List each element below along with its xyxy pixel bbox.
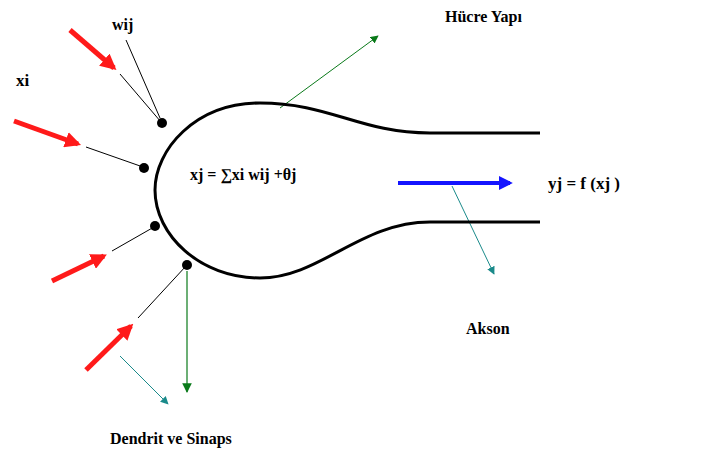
pointer-line bbox=[120, 356, 168, 404]
pointer-line bbox=[280, 36, 378, 108]
part-label: Akson bbox=[466, 320, 510, 338]
part-label: xi bbox=[16, 72, 29, 91]
part-label: Hücre Yapı bbox=[445, 8, 522, 26]
output-arrow bbox=[398, 181, 510, 185]
input-arrows bbox=[14, 30, 131, 370]
dendrite-lines bbox=[86, 40, 186, 318]
cell-outline bbox=[150, 98, 545, 283]
part-label: Dendrit ve Sinaps bbox=[110, 430, 232, 448]
pointer-line bbox=[452, 186, 494, 274]
cell-body: xj = ∑xi wij +θj bbox=[150, 98, 545, 283]
synapse-dots bbox=[139, 118, 192, 270]
part-label: wij bbox=[112, 16, 133, 34]
part-label: yj = f (xj ) bbox=[548, 175, 620, 194]
pointer-line bbox=[186, 271, 187, 392]
formula-text: xj = ∑xi wij +θj bbox=[190, 166, 296, 184]
